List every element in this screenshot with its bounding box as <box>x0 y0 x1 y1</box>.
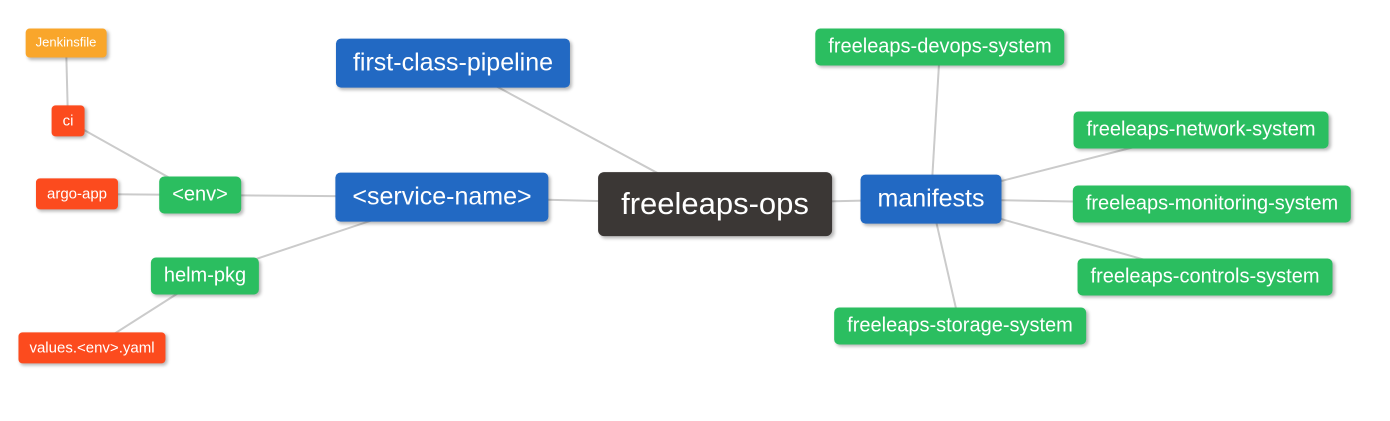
mindmap-node-ci[interactable]: ci <box>51 105 85 137</box>
mindmap-node-freeleaps-monitoring-system[interactable]: freeleaps-monitoring-system <box>1072 185 1352 223</box>
mindmap-node-service-name[interactable]: <service-name> <box>335 172 549 222</box>
mindmap-node-jenkinsfile[interactable]: Jenkinsfile <box>25 28 107 58</box>
mindmap-node-values-env-yaml[interactable]: values.<env>.yaml <box>18 332 166 364</box>
edge-manifests-freeleaps-devops-system <box>930 46 941 200</box>
mindmap-node-freeleaps-network-system[interactable]: freeleaps-network-system <box>1073 111 1329 149</box>
mindmap-node-freeleaps-controls-system[interactable]: freeleaps-controls-system <box>1077 258 1333 296</box>
mindmap-node-env[interactable]: <env> <box>159 176 241 214</box>
mindmap-node-freeleaps-ops[interactable]: freeleaps-ops <box>598 172 832 236</box>
mindmap-node-manifests[interactable]: manifests <box>860 174 1002 224</box>
mindmap-node-helm-pkg[interactable]: helm-pkg <box>150 257 260 295</box>
mindmap-node-first-class-pipeline[interactable]: first-class-pipeline <box>335 38 571 88</box>
mindmap-node-argo-app[interactable]: argo-app <box>35 178 119 210</box>
mindmap-node-freeleaps-devops-system[interactable]: freeleaps-devops-system <box>815 28 1065 66</box>
mindmap-node-freeleaps-storage-system[interactable]: freeleaps-storage-system <box>834 307 1086 345</box>
